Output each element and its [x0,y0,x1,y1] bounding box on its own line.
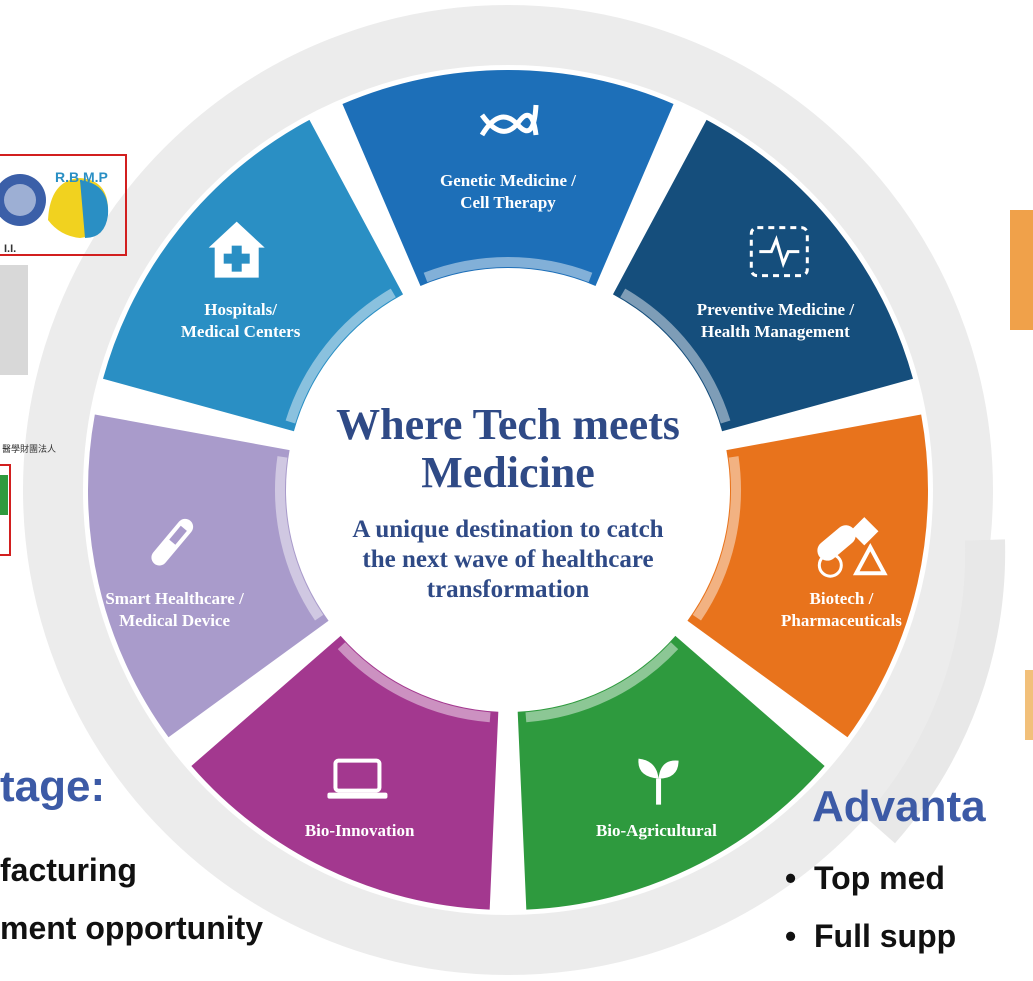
segment-2 [687,414,929,738]
segment-label-2: Biotech /Pharmaceuticals [781,589,902,630]
segment-label-6: Hospitals/Medical Centers [181,300,301,341]
right-advantage-title: Advanta [812,782,986,831]
heartbeat-monitor-icon [749,226,809,278]
foundation-logo-text: 醫學財團法人 [2,443,56,455]
segment-label-4: Bio-Innovation [305,821,415,840]
logo-frame [0,154,127,256]
right-decor-arc [864,539,1006,844]
segment-label-5: Smart Healthcare /Medical Device [105,589,244,630]
center-disk [296,278,720,702]
segment-inner-arc-0 [423,257,593,283]
segment-inner-arc-3 [525,642,679,723]
right-bullet-1: • Top med [785,860,945,897]
segment-inner-arc-1 [620,288,731,424]
center-subtitle-line3: transformation [426,576,590,603]
segment-4 [191,635,499,910]
center-subtitle-line1: A unique destination to catch [352,516,664,543]
center-subtitle-line2: the next wave of healthcare [362,546,654,573]
bullet-dot: • [785,918,814,954]
center-title-line1: Where Tech meets [336,400,680,449]
thermometer-icon [151,518,194,566]
head-logo-shade [80,180,109,238]
right-bullet-1-text: Top med [813,860,945,896]
logo-area-left: R.B.M.P I.I. 醫學財團法人 [0,154,127,556]
right-bullet-2-text: Full supp [813,918,957,954]
segment-inner-arc-5 [275,456,324,621]
segment-group: Genetic Medicine /Cell TherapyPreventive… [87,70,929,910]
orange-fragment-lower [1025,670,1033,740]
segment-inner-arc-6 [285,288,396,424]
hospital-icon [208,221,265,278]
right-bullet-2: • Full supp [785,918,956,955]
orange-map-fragment [1010,210,1033,330]
segment-inner-arc-4 [337,642,491,723]
segment-label-1: Preventive Medicine /Health Management [697,300,855,341]
green-logo-fragment [0,475,8,515]
outer-ring [23,5,993,975]
inner-arc-group [275,257,741,723]
rbmp-logo-text: R.B.M.P [55,169,108,185]
left-advantage-line-2: ment opportunity [0,910,264,946]
bullet-dot: • [785,860,814,896]
segment-label-3: Bio-Agricultural [596,821,717,840]
globe-logo-shine [4,184,36,216]
segment-5 [87,414,329,738]
left-advantage-line-1: facturing [0,852,137,888]
dna-icon [479,104,539,137]
logo-frame-small [0,464,11,556]
left-advantage-title: tage: [0,762,106,811]
laptop-icon [327,758,388,799]
pills-icon [817,517,888,578]
sprout-icon [638,758,679,805]
center-title-line2: Medicine [421,448,595,497]
segment-inner-arc-2 [692,456,741,621]
map-fragment-left [0,265,28,375]
segment-label-0: Genetic Medicine /Cell Therapy [440,171,576,212]
small-logo-text: I.I. [4,243,16,255]
segment-0 [342,70,674,286]
